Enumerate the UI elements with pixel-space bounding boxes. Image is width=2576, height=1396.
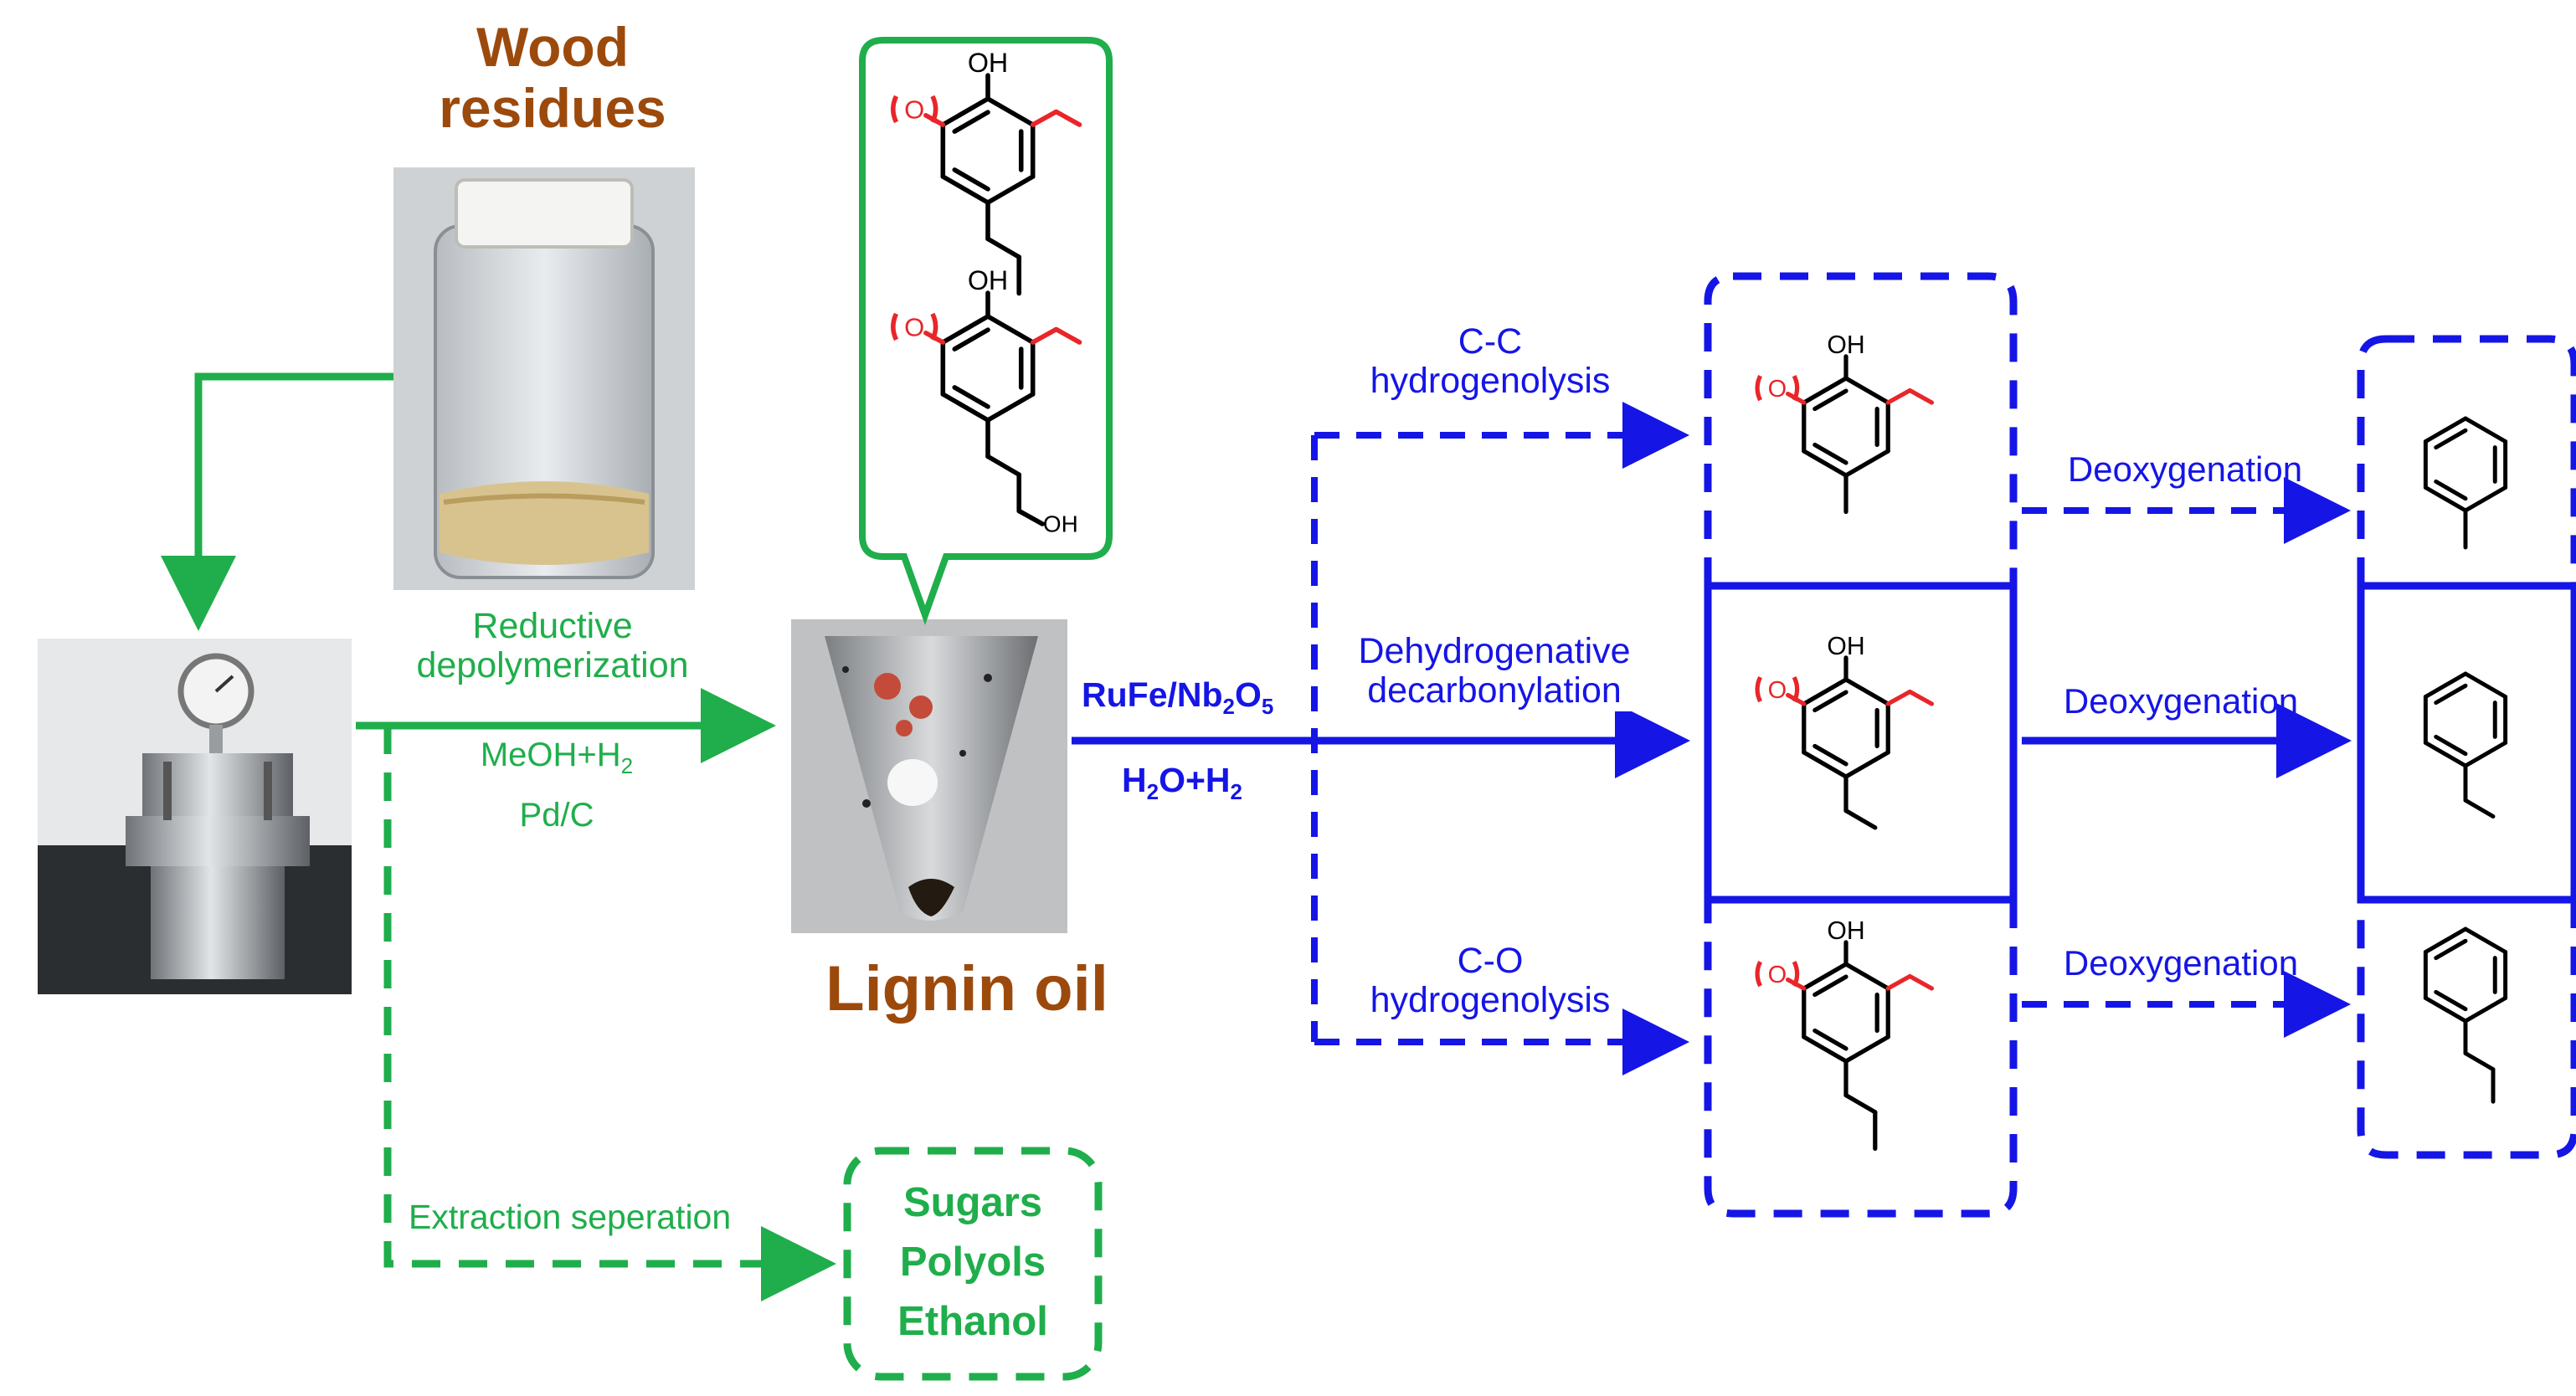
dehydro-label: Dehydrogenative decarbonylation (1319, 631, 1670, 711)
reductive-line2: depolymerization (416, 645, 689, 686)
dehydro-line1: Dehydrogenative (1358, 631, 1631, 671)
cc-line1: C-C (1458, 321, 1523, 362)
svg-text:OH: OH (968, 48, 1008, 78)
svg-text:OH: OH (968, 265, 1008, 295)
reductive-line1: Reductive (472, 606, 633, 646)
svg-text:O: O (904, 313, 924, 342)
svg-text:O: O (904, 95, 924, 125)
blue-flow (1072, 272, 2576, 1218)
co-line1: C-O (1457, 941, 1524, 981)
catalyst-p2: O (1235, 675, 1262, 714)
dehydro-line2: decarbonylation (1367, 670, 1622, 711)
svg-text:O: O (1768, 376, 1787, 403)
lignin-monomer-propanol: OH O OH (891, 265, 1082, 536)
catalyst-p1: RuFe/Nb (1082, 675, 1223, 714)
conditions-s2: 2 (1230, 779, 1242, 805)
deoxygenation-label-bottom: Deoxygenation (2063, 943, 2299, 983)
wood-residues-photo (393, 167, 695, 590)
catalyst-s2: 5 (1261, 694, 1274, 720)
lignin-oil-photo (791, 619, 1067, 933)
wood-residues-line1: Wood (476, 16, 630, 78)
wood-residues-line2: residues (439, 76, 666, 139)
propylbenzene-structure (2423, 926, 2508, 1104)
methylguaiacol-structure: OH O (1755, 331, 1935, 515)
benzene-column-solid (2357, 582, 2576, 904)
svg-text:OH: OH (1827, 633, 1864, 660)
ethylguaiacol-structure: OH O (1755, 633, 1935, 830)
green-flow (161, 37, 1113, 1381)
arrow-extraction (383, 726, 836, 1301)
arrow-wood-to-reactor (161, 372, 393, 631)
co-line2: hydrogenolysis (1370, 980, 1611, 1021)
meoh-h2-label: MeOH+H2 (419, 736, 695, 778)
meoh-sub: 2 (620, 753, 634, 778)
product-polyols: Polyols (899, 1239, 1046, 1286)
cc-hydrogenolysis-label: C-C hydrogenolysis (1314, 321, 1666, 402)
svg-text:OH: OH (1827, 331, 1864, 359)
conditions-p1: H (1122, 761, 1147, 799)
wood-residues-title: Wood residues (393, 17, 712, 138)
svg-text:O: O (1768, 962, 1787, 988)
lignin-monomer-propyl: OH O (891, 48, 1082, 296)
catalyst-label: RuFe/Nb2O5 (1082, 675, 1274, 720)
product-ethanol: Ethanol (897, 1299, 1048, 1345)
guaiacol-column-dashed (1704, 272, 2018, 1218)
cc-line2: hydrogenolysis (1370, 361, 1611, 402)
side-products-box (843, 1147, 1103, 1381)
conditions-p2: O+H (1159, 761, 1231, 799)
conditions-s1: 2 (1146, 779, 1159, 805)
side-products-label: Sugars Polyols Ethanol (847, 1173, 1098, 1352)
lignin-structure-bubble (859, 37, 1113, 625)
reductive-depolymerization-label: Reductive depolymerization (368, 606, 737, 686)
reactor-photo (38, 639, 352, 994)
propylguaiacol-structure: OH O (1755, 917, 1935, 1152)
guaiacol-column-solid (1704, 582, 2018, 904)
pd-c-label: Pd/C (519, 797, 594, 834)
svg-text:OH: OH (1043, 511, 1078, 536)
svg-text:O: O (1768, 677, 1787, 704)
svg-text:OH: OH (1827, 917, 1864, 945)
ethylbenzene-structure (2423, 671, 2508, 819)
product-sugars: Sugars (902, 1180, 1043, 1225)
deoxygenation-label-top: Deoxygenation (2067, 449, 2303, 489)
meoh-main: MeOH+H (480, 736, 621, 773)
co-hydrogenolysis-label: C-O hydrogenolysis (1314, 941, 1666, 1021)
conditions-label: H2O+H2 (1122, 761, 1242, 805)
toluene-structure (2423, 416, 2508, 550)
catalyst-s1: 2 (1222, 694, 1236, 720)
deoxygenation-label-mid: Deoxygenation (2063, 681, 2299, 721)
benzene-column-dashed (2357, 335, 2576, 1159)
lignin-oil-title: Lignin oil (825, 953, 1108, 1024)
extraction-label: Extraction seperation (409, 1198, 732, 1236)
